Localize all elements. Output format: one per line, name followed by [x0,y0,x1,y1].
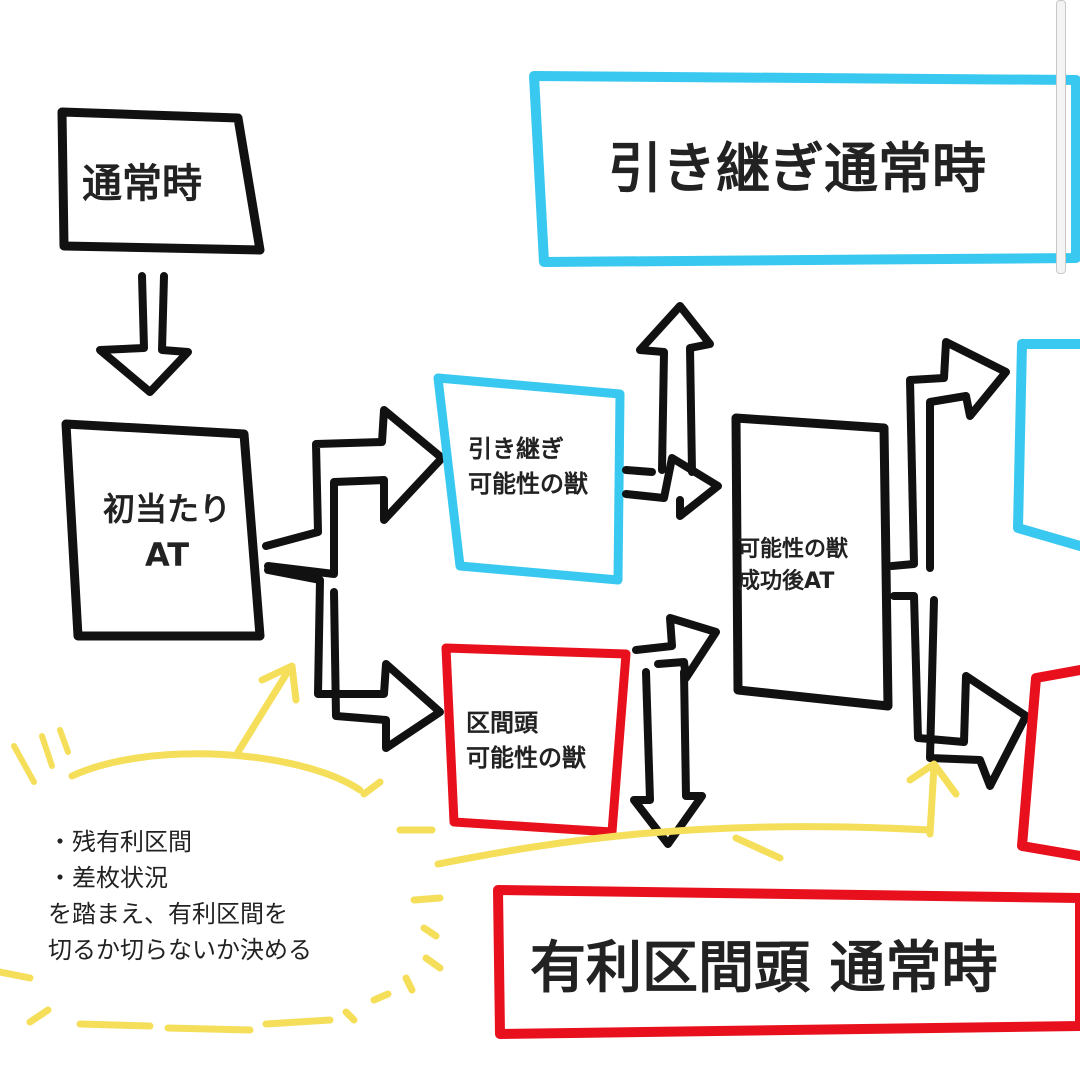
note-text: ・残有利区間 ・差枚状況 を踏まえ、有利区間を 切るか切らないか決める [48,828,312,964]
arrow-to-hikitsugi-beast [262,406,446,578]
box-beast-success-at-label: 可能性の獣 成功後AT [738,537,849,594]
arrow-down-kukan [630,668,706,848]
box-hikitsugi-normal [529,71,1080,267]
box-kukan-beast-label: 区間頭 可能性の獣 [466,709,586,772]
box-hikitsugi-normal-label: 引き継ぎ通常時 [608,137,986,200]
yellow-dash-left [0,778,436,982]
yellow-dashes-bottom [26,834,784,1034]
yellow-dash-1 [11,727,71,785]
box-right-blue [1013,339,1080,551]
box-normal [57,107,265,255]
box-beast-success-at [731,413,893,711]
box-right-red [1017,665,1080,861]
yellow-curve-right [434,823,934,868]
box-yuri-kukan-normal [493,885,1080,1039]
arrow-to-success-at-upper [622,454,722,520]
yellow-arc [68,750,364,794]
scrollbar[interactable] [1056,0,1066,274]
arrow-to-right-red [890,592,1030,790]
box-hikitsugi-beast-label: 引き継ぎ 可能性の獣 [468,435,588,498]
box-yuri-kukan-normal-label: 有利区間頭 通常時 [530,936,998,1001]
yellow-arrow-left [234,662,300,756]
box-initial-at-label: 初当たり AT [102,490,231,575]
box-hikitsugi-beast [433,373,625,585]
arrow-up-hikitsugi [636,302,714,476]
yellow-arrow-right [906,760,960,838]
box-kukan-beast [441,643,631,837]
box-initial-at [61,419,265,641]
arrow-to-success-at-lower [632,614,720,682]
arrow-down [96,272,192,396]
box-normal-label: 通常時 [82,161,202,207]
arrow-to-right-blue [888,338,1010,572]
arrow-to-kukan-beast [264,566,444,752]
